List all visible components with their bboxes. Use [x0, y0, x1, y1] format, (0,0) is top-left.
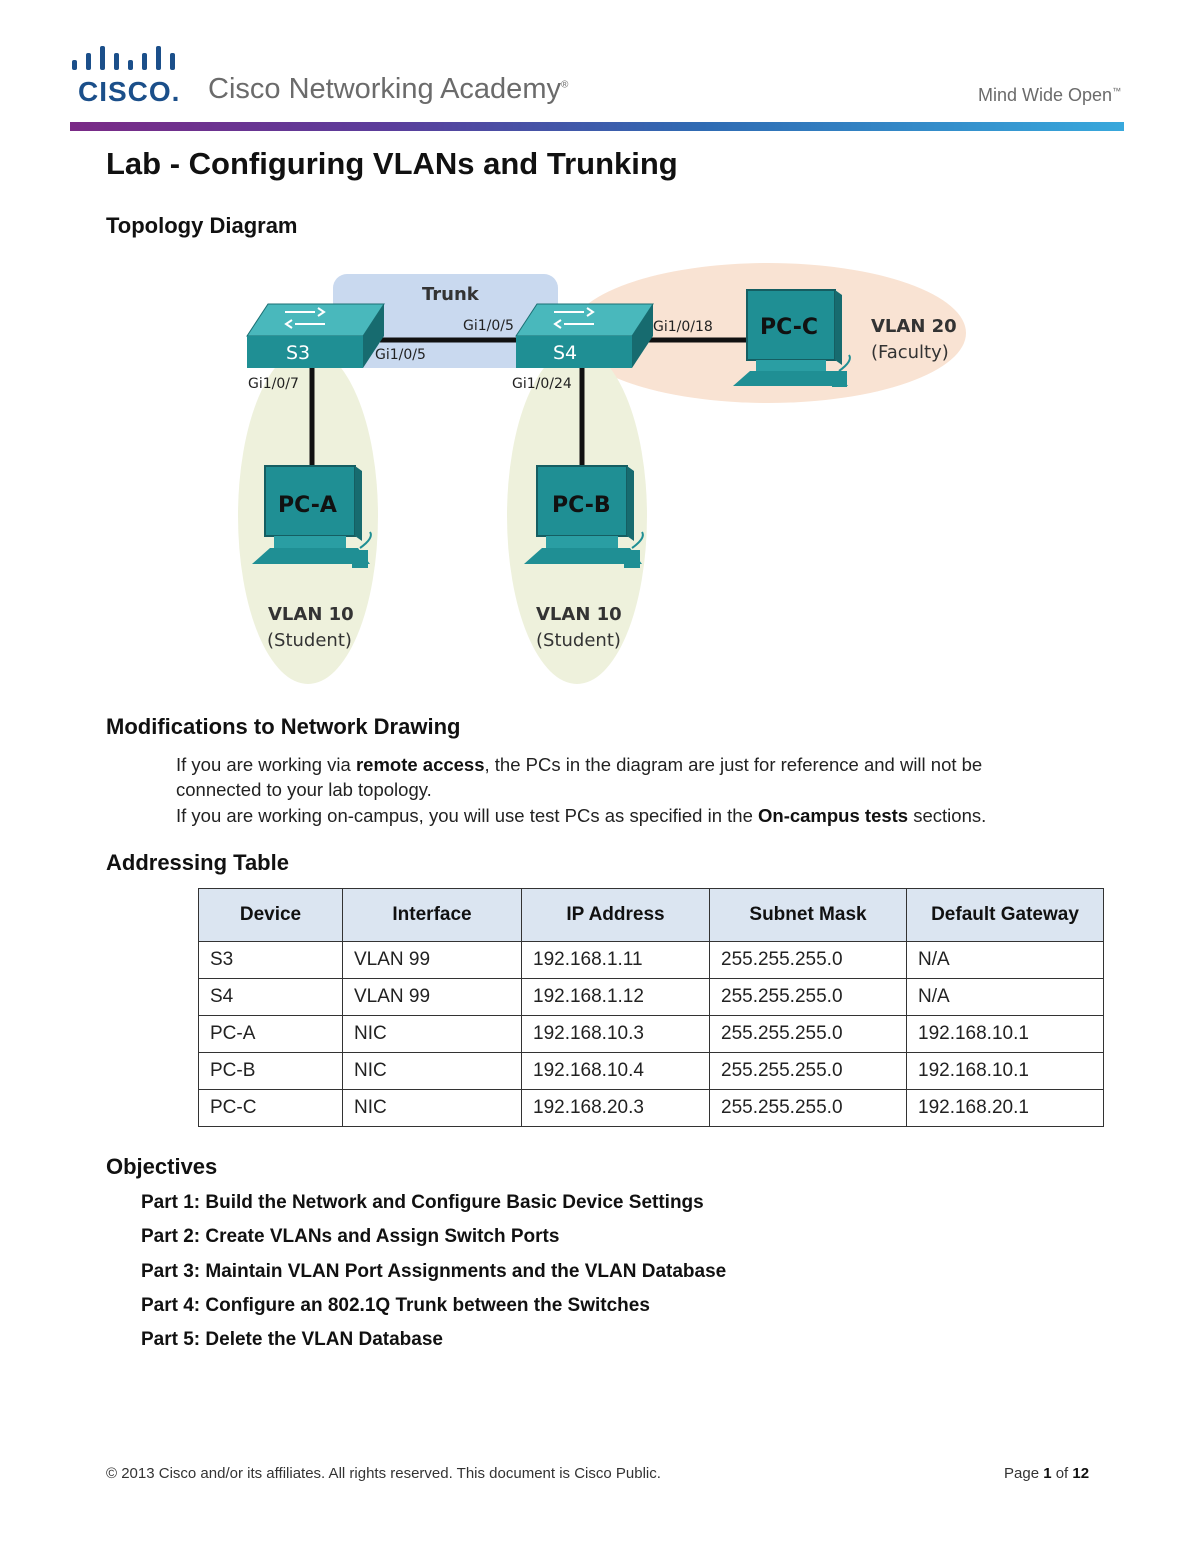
table-cell: 255.255.255.0 — [709, 978, 907, 1016]
tagline: Mind Wide Open™ — [978, 85, 1122, 105]
header-gradient-rule — [70, 122, 1124, 131]
table-cell: S4 — [198, 978, 343, 1016]
vlan-a-desc: (Student) — [267, 630, 352, 651]
heading-addressing: Addressing Table — [106, 850, 289, 875]
pc-c-icon — [733, 289, 851, 387]
column-header: Default Gateway — [906, 888, 1104, 942]
table-cell: NIC — [342, 1052, 522, 1090]
table-cell: 192.168.1.12 — [521, 978, 710, 1016]
pc-a-label: PC-A — [278, 493, 337, 518]
table-cell: NIC — [342, 1015, 522, 1053]
table-cell: 192.168.20.3 — [521, 1089, 710, 1127]
heading-modifications: Modifications to Network Drawing — [106, 714, 461, 739]
trunk-zone — [333, 274, 558, 368]
column-header: Subnet Mask — [709, 888, 907, 942]
page-title: Lab - Configuring VLANs and Trunking — [106, 146, 678, 181]
objective-item: Part 2: Create VLANs and Assign Switch P… — [141, 1226, 560, 1247]
switch-s3-icon — [246, 303, 385, 368]
column-header: Device — [198, 888, 343, 942]
port-label-s4-pcc: Gi1/0/18 — [653, 319, 713, 335]
table-cell: N/A — [906, 978, 1104, 1016]
addressing-table: Device Interface IP Address Subnet Mask … — [198, 888, 1104, 1127]
table-row: PC-B NIC 192.168.10.4 255.255.255.0 192.… — [198, 1052, 1104, 1090]
table-cell: 192.168.10.3 — [521, 1015, 710, 1053]
table-cell: PC-B — [198, 1052, 343, 1090]
objective-item: Part 3: Maintain VLAN Port Assignments a… — [141, 1261, 727, 1282]
table-cell: VLAN 99 — [342, 978, 522, 1016]
footer-copyright: © 2013 Cisco and/or its affiliates. All … — [106, 1465, 661, 1482]
vlan-b-desc: (Student) — [536, 630, 621, 651]
objective-item: Part 5: Delete the VLAN Database — [141, 1329, 443, 1350]
table-cell: S3 — [198, 941, 343, 979]
table-cell: 192.168.1.11 — [521, 941, 710, 979]
table-row: PC-C NIC 192.168.20.3 255.255.255.0 192.… — [198, 1089, 1104, 1127]
vlan-c-desc: (Faculty) — [871, 342, 949, 363]
table-header-row: Device Interface IP Address Subnet Mask … — [198, 888, 1104, 942]
pc-b-icon — [524, 465, 644, 568]
table-cell: 192.168.10.4 — [521, 1052, 710, 1090]
port-label-s3-pca: Gi1/0/7 — [248, 376, 299, 392]
vlan-b-name: VLAN 10 — [536, 604, 622, 625]
vlan-c-name: VLAN 20 — [871, 316, 957, 337]
table-row: S3 VLAN 99 192.168.1.11 255.255.255.0 N/… — [198, 941, 1104, 979]
column-header: IP Address — [521, 888, 710, 942]
table-cell: NIC — [342, 1089, 522, 1127]
table-row: PC-A NIC 192.168.10.3 255.255.255.0 192.… — [198, 1015, 1104, 1053]
brand-name: Cisco Networking Academy® — [208, 73, 569, 105]
heading-objectives: Objectives — [106, 1154, 218, 1179]
heading-topology: Topology Diagram — [106, 213, 298, 238]
pc-a-icon — [252, 465, 372, 568]
modification-paragraph-1: If you are working via remote access, th… — [176, 754, 983, 800]
objective-item: Part 4: Configure an 802.1Q Trunk betwee… — [141, 1295, 650, 1316]
footer-page-number: Page 1 of 12 — [1004, 1465, 1090, 1482]
table-cell: 255.255.255.0 — [709, 1015, 907, 1053]
table-cell: 255.255.255.0 — [709, 1089, 907, 1127]
table-cell: 192.168.10.1 — [906, 1052, 1104, 1090]
pc-b-label: PC-B — [552, 493, 611, 518]
port-label-s4-trunk: Gi1/0/5 — [463, 318, 514, 334]
modification-paragraph-2: If you are working on-campus, you will u… — [176, 805, 987, 826]
table-cell: N/A — [906, 941, 1104, 979]
table-row: S4 VLAN 99 192.168.1.12 255.255.255.0 N/… — [198, 978, 1104, 1016]
pc-c-label: PC-C — [760, 315, 818, 340]
table-cell: PC-A — [198, 1015, 343, 1053]
table-cell: 255.255.255.0 — [709, 1052, 907, 1090]
objective-item: Part 1: Build the Network and Configure … — [141, 1192, 704, 1213]
switch-s4-label: S4 — [553, 342, 577, 364]
column-header: Interface — [342, 888, 522, 942]
topology-diagram: Trunk S3 S4 Gi1/0/5 Gi1/0/5 Gi1/0/18 Gi1… — [238, 263, 966, 684]
switch-s3-label: S3 — [286, 342, 310, 364]
table-cell: 192.168.10.1 — [906, 1015, 1104, 1053]
table-cell: PC-C — [198, 1089, 343, 1127]
table-cell: VLAN 99 — [342, 941, 522, 979]
switch-s4-icon — [515, 303, 654, 368]
table-cell: 255.255.255.0 — [709, 941, 907, 979]
cisco-logo-bars-icon — [72, 46, 175, 70]
cisco-logo-wordmark: CISCO. — [78, 76, 181, 107]
table-cell: 192.168.20.1 — [906, 1089, 1104, 1127]
port-label-s4-pcb: Gi1/0/24 — [512, 376, 572, 392]
trunk-label: Trunk — [422, 284, 480, 305]
vlan-a-name: VLAN 10 — [268, 604, 354, 625]
port-label-s3-trunk: Gi1/0/5 — [375, 347, 426, 363]
